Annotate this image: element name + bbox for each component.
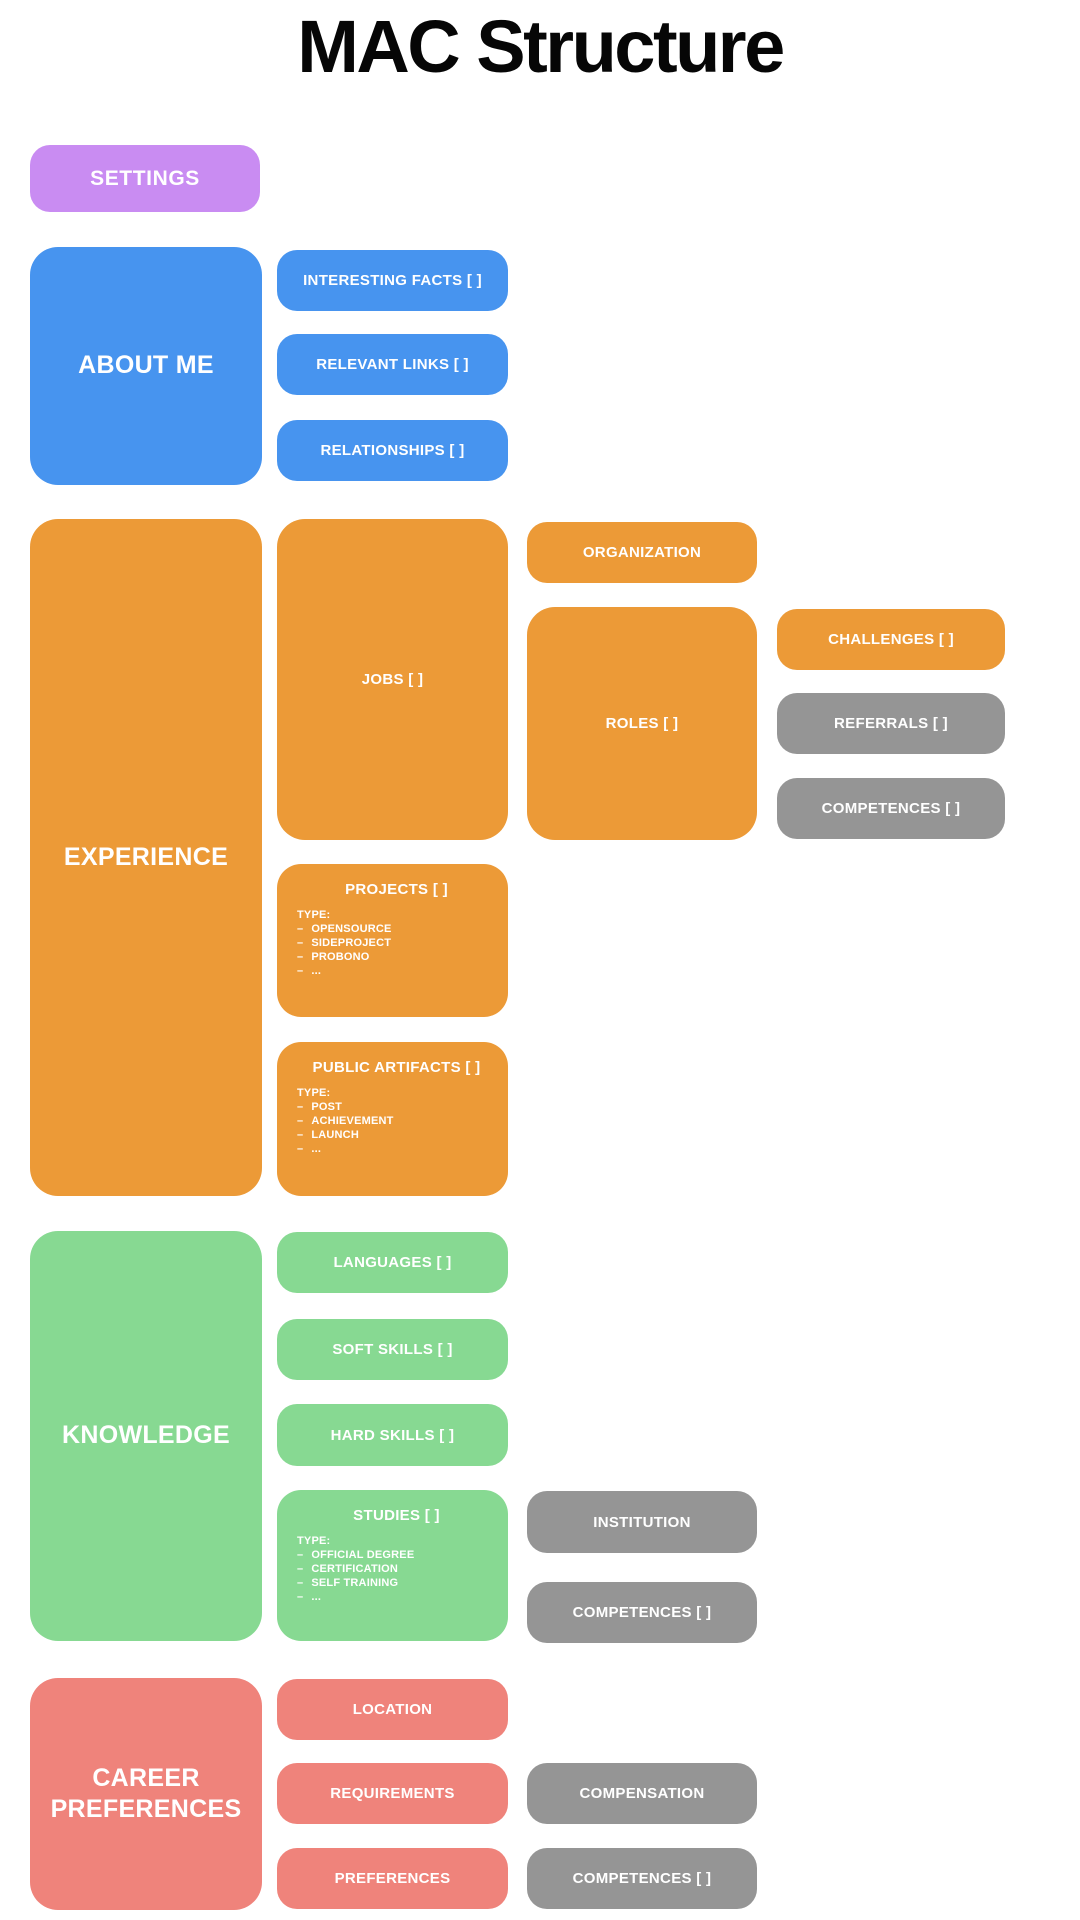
referrals-label: REFERRALS [ ]	[834, 715, 948, 732]
studies-type-item: OFFICIAL DEGREE	[297, 1548, 496, 1562]
projects-type-item: OPENSOURCE	[297, 922, 496, 936]
public-artifacts-type-list: TYPE: POST ACHIEVEMENT LAUNCH ...	[297, 1086, 496, 1156]
hard-skills-box: HARD SKILLS [ ]	[277, 1404, 508, 1466]
settings-label: SETTINGS	[90, 166, 200, 190]
challenges-label: CHALLENGES [ ]	[828, 631, 954, 648]
career-preferences-label: CAREER PREFERENCES	[50, 1763, 242, 1823]
projects-type-list: TYPE: OPENSOURCE SIDEPROJECT PROBONO ...	[297, 908, 496, 978]
compensation-label: COMPENSATION	[579, 1785, 705, 1802]
studies-type-list: TYPE: OFFICIAL DEGREE CERTIFICATION SELF…	[297, 1534, 496, 1604]
preferences-box: PREFERENCES	[277, 1848, 508, 1909]
projects-box: PROJECTS [ ] TYPE: OPENSOURCE SIDEPROJEC…	[277, 864, 508, 1017]
studies-label: STUDIES [ ]	[353, 1507, 440, 1524]
institution-box: INSTITUTION	[527, 1491, 757, 1553]
jobs-label: JOBS [ ]	[361, 671, 424, 688]
experience-competences-label: COMPETENCES [ ]	[821, 800, 961, 817]
public-artifacts-type-heading: TYPE:	[297, 1087, 331, 1099]
languages-label: LANGUAGES [ ]	[333, 1254, 452, 1271]
public-artifacts-box: PUBLIC ARTIFACTS [ ] TYPE: POST ACHIEVEM…	[277, 1042, 508, 1196]
knowledge-competences-box: COMPETENCES [ ]	[527, 1582, 757, 1643]
roles-box: ROLES [ ]	[527, 607, 757, 840]
studies-type-item: SELF TRAINING	[297, 1576, 496, 1590]
experience-box: EXPERIENCE	[30, 519, 262, 1196]
organization-box: ORGANIZATION	[527, 522, 757, 583]
about-me-box: ABOUT ME	[30, 247, 262, 485]
requirements-box: REQUIREMENTS	[277, 1763, 508, 1824]
settings-box: SETTINGS	[30, 145, 260, 212]
referrals-box: REFERRALS [ ]	[777, 693, 1005, 754]
career-competences-box: COMPETENCES [ ]	[527, 1848, 757, 1909]
knowledge-box: KNOWLEDGE	[30, 1231, 262, 1641]
projects-type-item: ...	[297, 964, 496, 978]
relationships-label: RELATIONSHIPS [ ]	[320, 442, 465, 459]
career-preferences-box: CAREER PREFERENCES	[30, 1678, 262, 1910]
public-artifacts-type-item: ...	[297, 1142, 496, 1156]
requirements-label: REQUIREMENTS	[330, 1785, 455, 1802]
jobs-box: JOBS [ ]	[277, 519, 508, 840]
soft-skills-label: SOFT SKILLS [ ]	[332, 1341, 453, 1358]
studies-type-item: ...	[297, 1590, 496, 1604]
relevant-links-box: RELEVANT LINKS [ ]	[277, 334, 508, 395]
relationships-box: RELATIONSHIPS [ ]	[277, 420, 508, 481]
interesting-facts-box: INTERESTING FACTS [ ]	[277, 250, 508, 311]
public-artifacts-type-item: LAUNCH	[297, 1128, 496, 1142]
knowledge-competences-label: COMPETENCES [ ]	[572, 1604, 712, 1621]
compensation-box: COMPENSATION	[527, 1763, 757, 1824]
preferences-label: PREFERENCES	[334, 1870, 451, 1887]
interesting-facts-label: INTERESTING FACTS [ ]	[303, 272, 482, 289]
public-artifacts-type-item: ACHIEVEMENT	[297, 1114, 496, 1128]
studies-type-heading: TYPE:	[297, 1535, 331, 1547]
public-artifacts-type-item: POST	[297, 1100, 496, 1114]
institution-label: INSTITUTION	[593, 1513, 691, 1531]
location-label: LOCATION	[352, 1701, 433, 1718]
organization-label: ORGANIZATION	[582, 544, 702, 561]
studies-box: STUDIES [ ] TYPE: OFFICIAL DEGREE CERTIF…	[277, 1490, 508, 1641]
experience-label: EXPERIENCE	[63, 842, 229, 871]
projects-type-heading: TYPE:	[297, 909, 331, 921]
challenges-box: CHALLENGES [ ]	[777, 609, 1005, 670]
diagram-title: MAC Structure	[297, 5, 785, 88]
relevant-links-label: RELEVANT LINKS [ ]	[316, 356, 469, 373]
roles-label: ROLES [ ]	[605, 715, 679, 732]
languages-box: LANGUAGES [ ]	[277, 1232, 508, 1293]
hard-skills-label: HARD SKILLS [ ]	[330, 1426, 455, 1444]
studies-type-item: CERTIFICATION	[297, 1562, 496, 1576]
knowledge-label: KNOWLEDGE	[62, 1421, 230, 1450]
soft-skills-box: SOFT SKILLS [ ]	[277, 1319, 508, 1380]
projects-type-item: SIDEPROJECT	[297, 936, 496, 950]
projects-label: PROJECTS [ ]	[345, 881, 448, 898]
experience-competences-box: COMPETENCES [ ]	[777, 778, 1005, 839]
about-me-label: ABOUT ME	[78, 351, 214, 380]
public-artifacts-label: PUBLIC ARTIFACTS [ ]	[312, 1059, 481, 1076]
projects-type-item: PROBONO	[297, 950, 496, 964]
location-box: LOCATION	[277, 1679, 508, 1740]
career-competences-label: COMPETENCES [ ]	[572, 1870, 712, 1887]
